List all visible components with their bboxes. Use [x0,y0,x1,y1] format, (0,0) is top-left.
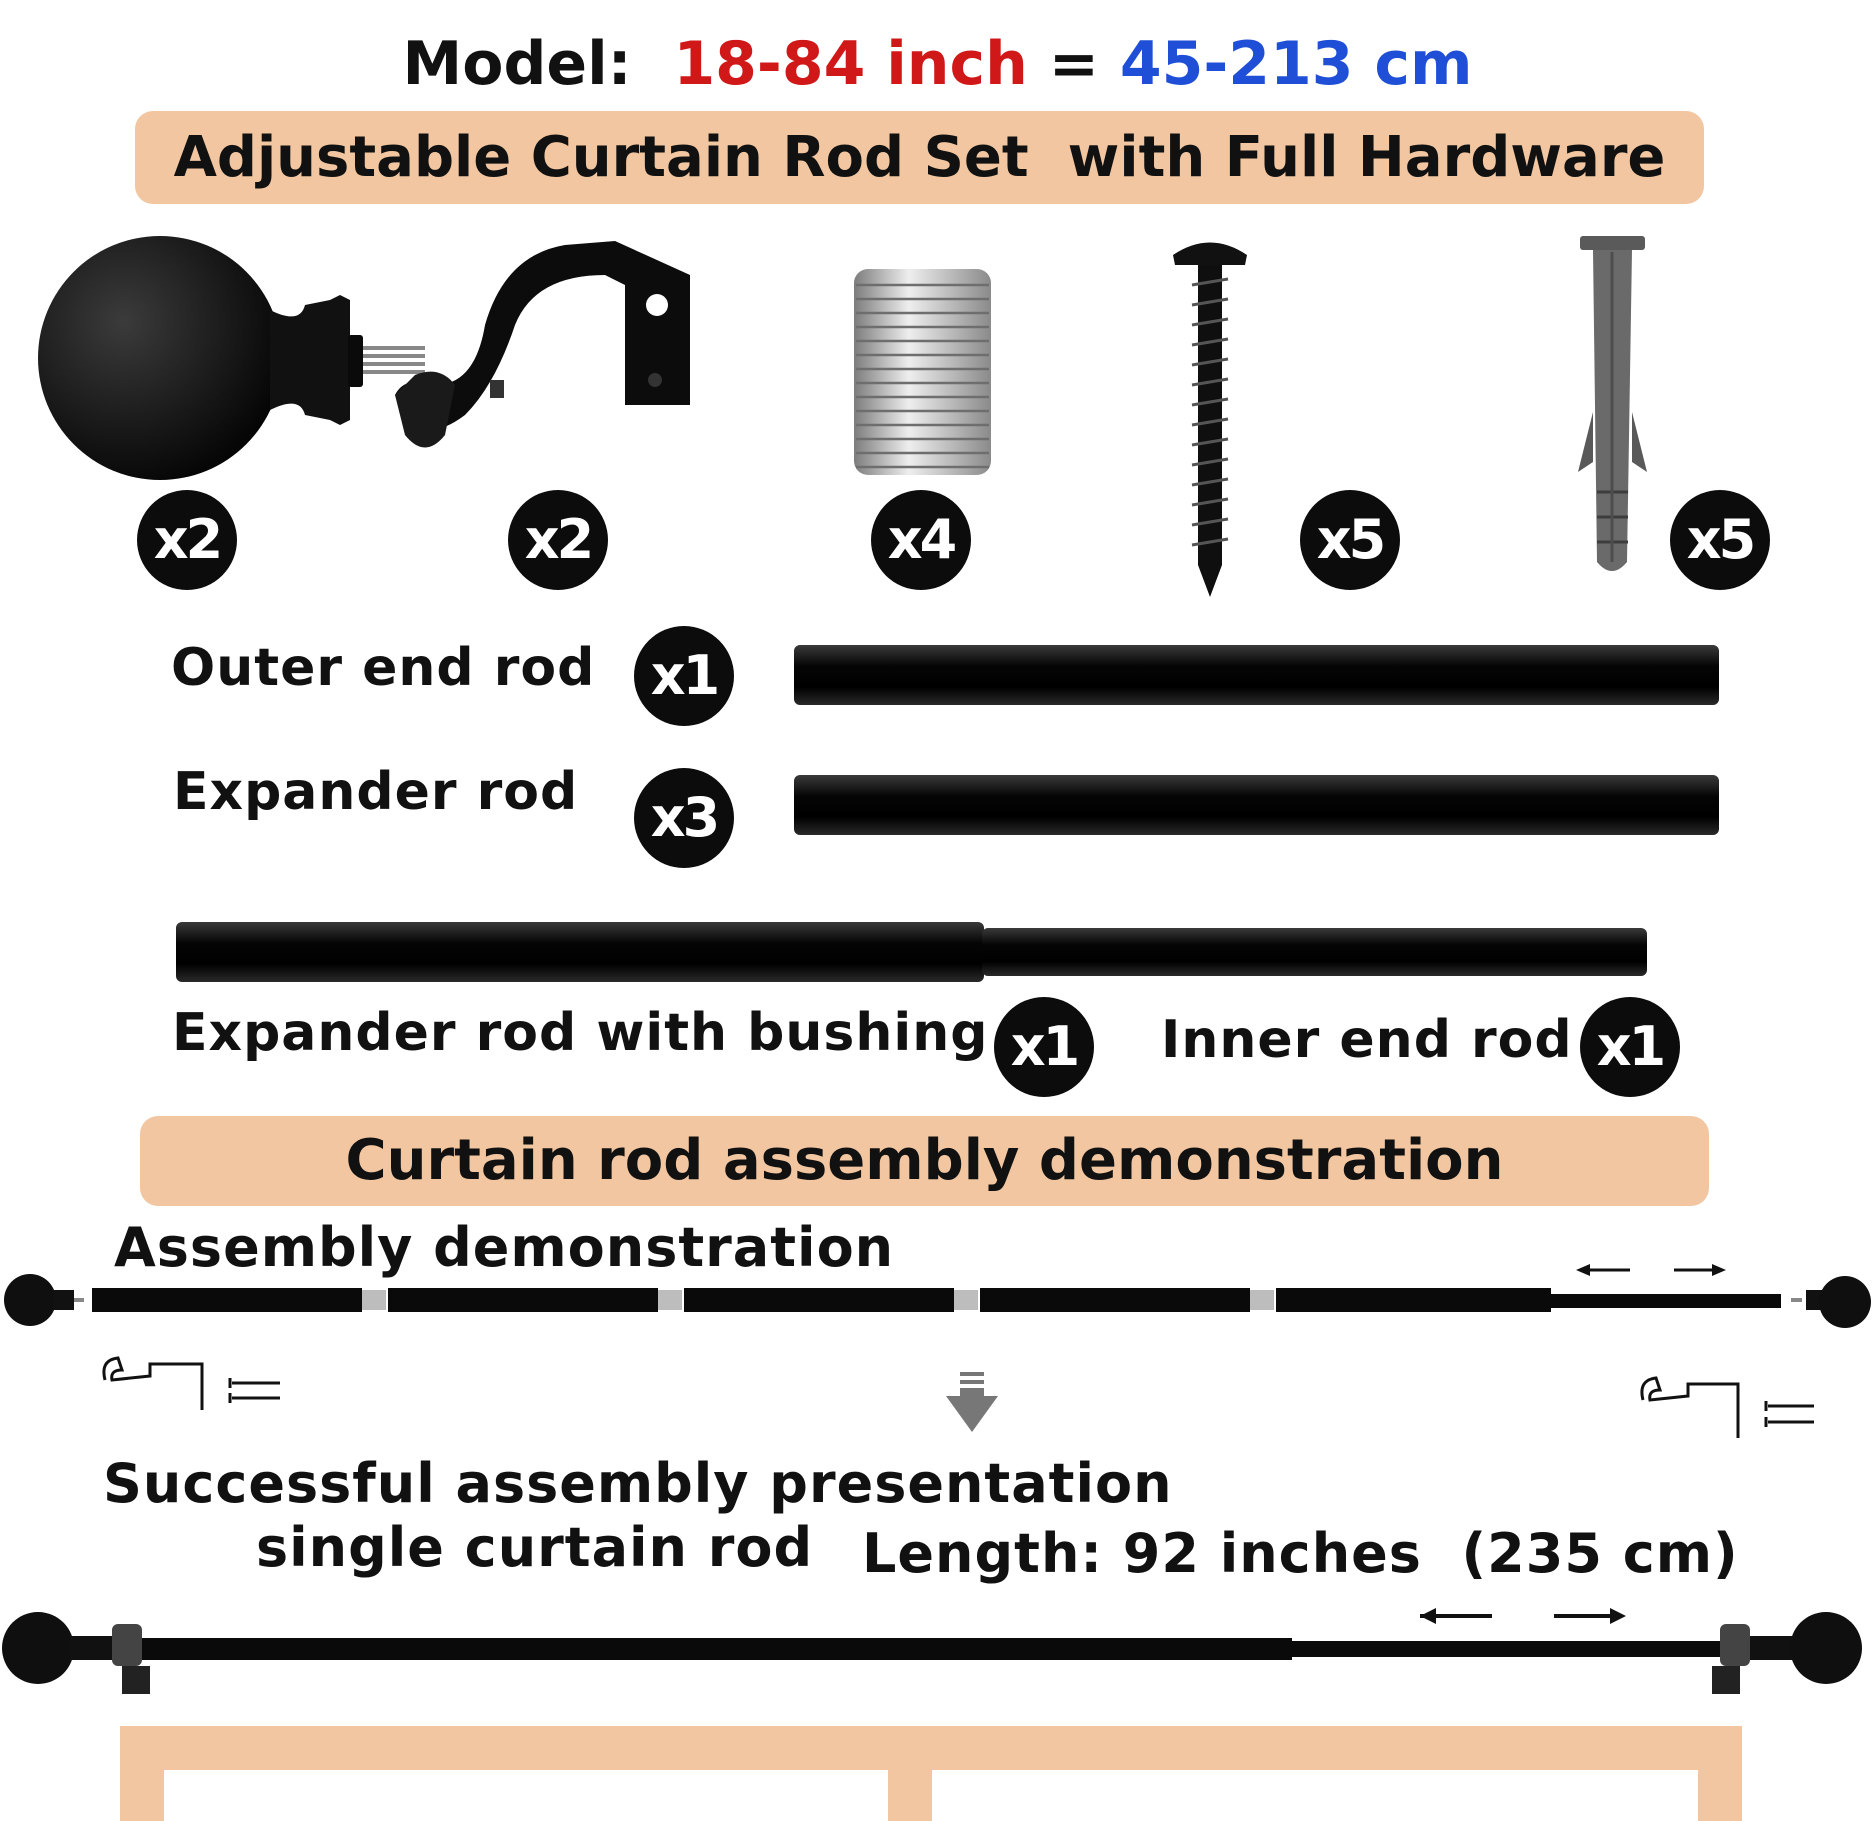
inner-rod-label: Inner end rod [1161,1010,1573,1070]
model-prefix: Model: [402,29,632,99]
ball-finial-icon [38,236,425,480]
assembly-demo-label: Assembly demonstration [114,1216,895,1279]
window-frame-mid [888,1726,932,1821]
set-banner: Adjustable Curtain Rod Set with Full Har… [135,111,1704,204]
curtain-bracket-icon [395,241,690,448]
bushing-qty-badge: x4 [871,490,971,590]
outer-rod-image [794,645,1719,705]
assembled-rod-image [2,1608,1862,1694]
model-title: Model: 18-84 inch = 45-213 cm [0,26,1875,102]
set-banner-text: Adjustable Curtain Rod Set with Full Har… [173,125,1666,190]
model-equals: = [1048,29,1099,99]
screw-qty-badge: x5 [1300,490,1400,590]
bracket-qty-badge: x2 [508,490,608,590]
single-rod-label: single curtain rod [256,1516,814,1579]
model-inch-range: 18-84 inch [673,29,1028,99]
inner-end-rod-image [982,928,1647,976]
outer-rod-qty-badge: x1 [634,626,734,726]
model-cm-range: 45-213 cm [1119,29,1473,99]
expander-rod-label: Expander rod [173,762,579,822]
assembly-banner: Curtain rod assembly demonstration [140,1116,1709,1206]
screw-icon [1173,242,1247,597]
length-label: Length: 92 inches (235 cm) [862,1522,1739,1585]
expander-rod-image [794,775,1719,835]
window-frame-left [120,1726,164,1821]
anchor-qty-badge: x5 [1670,490,1770,590]
expander-bushing-qty-badge: x1 [994,997,1094,1097]
outer-rod-label: Outer end rod [171,638,596,698]
threaded-bushing-icon [854,269,991,475]
assembly-banner-text: Curtain rod assembly demonstration [345,1128,1504,1193]
window-frame-right [1698,1726,1742,1821]
exploded-rod-diagram [4,1264,1871,1438]
expander-rod-qty-badge: x3 [634,768,734,868]
expander-bushing-rod-label: Expander rod with bushing [172,1003,989,1063]
expander-bushing-rod-image [176,922,984,982]
inner-rod-qty-badge: x1 [1580,997,1680,1097]
success-label: Successful assembly presentation [103,1452,1173,1515]
finial-qty-badge: x2 [137,490,237,590]
wall-anchor-icon [1578,236,1647,571]
